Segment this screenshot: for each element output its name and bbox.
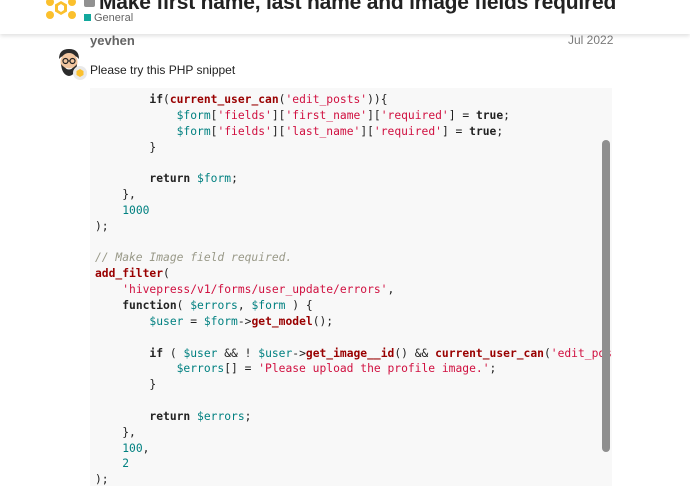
code-line: $form['fields']['first_name']['required'… (176, 108, 510, 122)
category-label: General (94, 12, 134, 24)
code-line: $form['fields']['last_name']['required']… (176, 124, 504, 138)
hivepress-logo-icon[interactable] (44, 0, 78, 26)
post-date[interactable]: Jul 2022 (568, 33, 614, 47)
code-line: function( $errors, $form ) { (122, 298, 313, 312)
code-line: if(current_user_can('edit_posts')){ (149, 93, 388, 106)
code-line: return $errors; (149, 409, 252, 423)
moderator-badge-icon (73, 66, 87, 80)
post-username[interactable]: yevhen (90, 33, 135, 48)
category-badge[interactable]: General (84, 12, 133, 24)
code-scrollbar[interactable] (602, 140, 610, 452)
post-text: Please try this PHP snippet (90, 63, 236, 77)
code-line: $errors[] = 'Please upload the profile i… (176, 362, 497, 376)
code-line: if ( $user && ! $user->get_image__id() &… (149, 346, 612, 360)
code-line: 100, (122, 441, 150, 455)
code-line: } (95, 378, 157, 392)
code-line: return $form; (149, 172, 238, 186)
topic-title[interactable]: Make first name, last name and image fie… (99, 0, 617, 14)
topic-header: Make first name, last name and image fie… (0, 0, 690, 34)
code-line: $user = $form->get_model(); (149, 314, 334, 328)
code-line: 1000 (122, 203, 150, 217)
code-line: add_filter( (95, 267, 170, 281)
code-line: }, (95, 425, 136, 439)
code-line: ); (95, 473, 109, 486)
code-block[interactable]: if(current_user_can('edit_posts')){ $for… (90, 88, 612, 486)
code-line: 2 (122, 457, 130, 471)
code-content: if(current_user_can('edit_posts')){ $for… (95, 92, 612, 486)
code-line: // Make Image field required. (95, 251, 293, 265)
code-line: 'hivepress/v1/forms/user_update/errors', (122, 283, 395, 297)
code-line: ); (95, 219, 109, 233)
avatar[interactable] (53, 46, 85, 78)
code-line: }, (95, 188, 136, 202)
closed-topic-icon (84, 0, 95, 7)
code-line: } (95, 140, 157, 154)
category-color-icon (84, 14, 91, 21)
